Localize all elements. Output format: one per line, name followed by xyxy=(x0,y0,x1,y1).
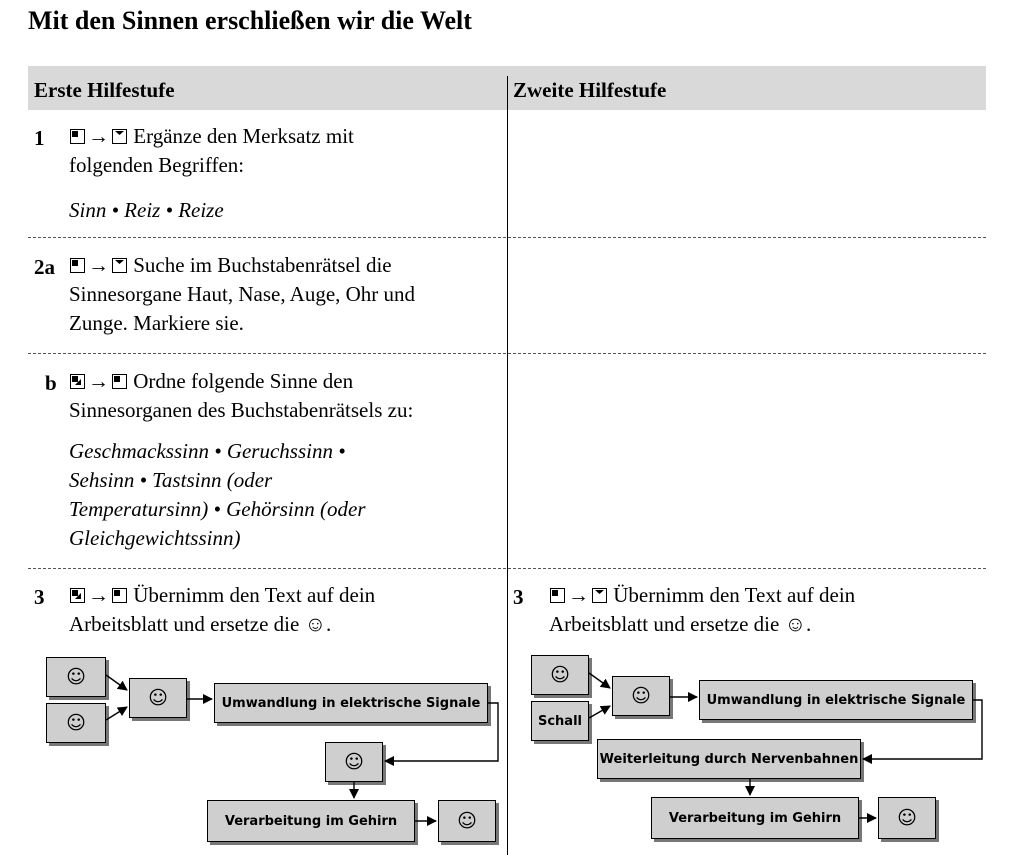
workbook-icon xyxy=(112,588,127,603)
column-header-first-help: Erste Hilfestufe xyxy=(34,78,175,102)
smiley-icon: ☺ xyxy=(66,712,86,734)
task-number-2a: 2a xyxy=(34,255,55,279)
task-2a-line-2: Sinnesorgane Haut, Nase, Auge, Ohr und xyxy=(69,282,416,306)
task-1-terms: Sinn • Reiz • Reize xyxy=(69,198,224,222)
terms-line-1: Geschmackssinn • Geruchssinn • xyxy=(69,439,346,463)
stimulus-placeholder-box-2: ☺ xyxy=(46,703,106,743)
workbook-icon xyxy=(70,258,85,273)
task-number-b: b xyxy=(45,371,57,395)
workbook-icon xyxy=(550,588,565,603)
smiley-icon: ☺ xyxy=(631,685,651,707)
smiley-icon: ☺ xyxy=(148,687,168,709)
processing-box: Verarbeitung im Gehirn xyxy=(651,797,859,839)
workbook-icon xyxy=(112,374,127,389)
conversion-box: Umwandlung in elektrische Signale xyxy=(214,683,488,723)
arrow-symbol: → xyxy=(88,124,109,148)
task-3-left-line-1: Übernimm den Text auf dein xyxy=(133,583,376,607)
task-1-line-2: folgenden Begriffen: xyxy=(69,153,245,177)
task-2a-line-3: Zunge. Markiere sie. xyxy=(69,311,244,335)
transmission-box: Weiterleitung durch Nervenbahnen xyxy=(597,739,861,779)
column-header-second-help: Zweite Hilfestufe xyxy=(513,78,667,102)
smiley-icon: ☺ xyxy=(457,810,477,832)
arrow-line xyxy=(384,702,499,766)
arrow-line xyxy=(862,699,983,764)
processing-box: Verarbeitung im Gehirn xyxy=(207,800,415,842)
task-2a-line-1: Suche im Buchstabenrätsel die xyxy=(133,253,392,277)
arrow-line xyxy=(105,674,128,691)
sound-box: Schall xyxy=(531,701,589,741)
arrow-line xyxy=(588,672,611,689)
row-divider xyxy=(28,237,986,238)
row-divider xyxy=(28,568,986,569)
smiley-icon: ☺ xyxy=(897,807,917,829)
task-1-line-1: Ergänze den Merksatz mit xyxy=(133,124,354,148)
nerve-placeholder-box: ☺ xyxy=(325,742,383,782)
task-number-3-left: 3 xyxy=(34,585,45,609)
stimulus-placeholder-box: ☺ xyxy=(531,655,589,695)
task-3-right-line-1: Übernimm den Text auf dein xyxy=(613,583,856,607)
arrow-symbol: → xyxy=(568,583,589,607)
smiley-icon: ☺ xyxy=(66,666,86,688)
task-3-left-line-2: Arbeitsblatt und ersetze die ☺. xyxy=(69,612,332,636)
worksheet-icon xyxy=(112,258,127,273)
task-3-right-instruction: → Übernimm den Text auf dein Arbeitsblat… xyxy=(549,581,855,639)
task-2b-line-2: Sinnesorganen des Buchstabenrätsels zu: xyxy=(69,398,414,422)
arrow-symbol: → xyxy=(88,253,109,277)
result-placeholder-box: ☺ xyxy=(878,797,936,839)
sense-organ-placeholder-box: ☺ xyxy=(129,678,187,718)
result-placeholder-box: ☺ xyxy=(438,800,496,842)
crossed-workbook-icon xyxy=(70,588,85,603)
smiley-icon: ☺ xyxy=(344,751,364,773)
worksheet-icon xyxy=(112,129,127,144)
task-2b-line-1: Ordne folgende Sinne den xyxy=(133,369,354,393)
column-divider xyxy=(507,76,508,855)
arrow-symbol: → xyxy=(88,369,109,393)
row-divider xyxy=(28,353,986,354)
worksheet-icon xyxy=(592,588,607,603)
task-2a-instruction: → Suche im Buchstabenrätsel die Sinnesor… xyxy=(69,251,415,338)
arrow-line xyxy=(588,705,611,719)
task-number-3-right: 3 xyxy=(513,585,524,609)
task-1-instruction: → Ergänze den Merksatz mit folgenden Beg… xyxy=(69,122,354,180)
arrow-symbol: → xyxy=(88,583,109,607)
smiley-icon: ☺ xyxy=(550,664,570,686)
sense-organ-placeholder-box: ☺ xyxy=(612,676,670,716)
task-3-right-line-2: Arbeitsblatt und ersetze die ☺. xyxy=(549,612,812,636)
terms-line-4: Gleichgewichtssinn) xyxy=(69,526,241,550)
stimulus-placeholder-box-1: ☺ xyxy=(46,657,106,697)
task-2b-terms: Geschmackssinn • Geruchssinn • Sehsinn •… xyxy=(69,437,366,553)
terms-line-2: Sehsinn • Tastsinn (oder xyxy=(69,468,273,492)
crossed-workbook-icon xyxy=(70,374,85,389)
conversion-box: Umwandlung in elektrische Signale xyxy=(699,680,973,720)
task-2b-instruction: → Ordne folgende Sinne den Sinnesorganen… xyxy=(69,367,413,425)
page-title: Mit den Sinnen erschließen wir die Welt xyxy=(28,6,472,35)
task-number-1: 1 xyxy=(34,126,45,150)
workbook-icon xyxy=(70,129,85,144)
task-3-left-instruction: → Übernimm den Text auf dein Arbeitsblat… xyxy=(69,581,375,639)
arrow-line xyxy=(105,706,128,721)
terms-line-3: Temperatursinn) • Gehörsinn (oder xyxy=(69,497,366,521)
